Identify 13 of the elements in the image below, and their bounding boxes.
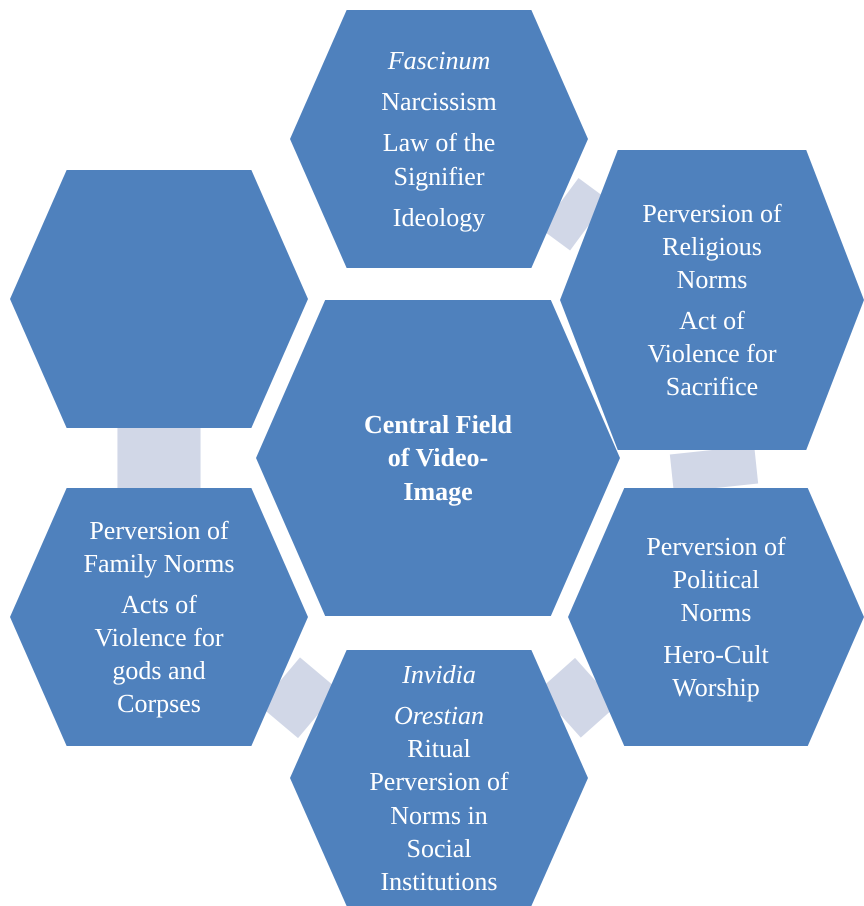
hexagon-text: Hero-Cult Worship (662, 638, 770, 704)
hexagon-text: Orestian Ritual Perversion of Norms in Social Institutions (368, 700, 510, 898)
hexagon-text: Acts of Violence for gods and Corpses (93, 588, 225, 720)
hexagon-text: Law of the Signifier (382, 127, 496, 193)
center-title: Central Field of Video-Image (362, 409, 514, 508)
hexagon-text: Perversion of Political Norms (645, 531, 787, 630)
hexagon-text: Perversion of Religious Norms (641, 198, 783, 296)
hexagon-text: Act of Violence for Sacrifice (646, 305, 778, 404)
hexagon-text: Fascinum (386, 45, 492, 78)
hexagon-text: Invidia (401, 659, 477, 692)
hexagon-text: Ideology (392, 202, 486, 234)
hexagon-text: Narcissism (380, 86, 498, 118)
hexagon-text: Perversion of Family Norms (82, 514, 236, 580)
